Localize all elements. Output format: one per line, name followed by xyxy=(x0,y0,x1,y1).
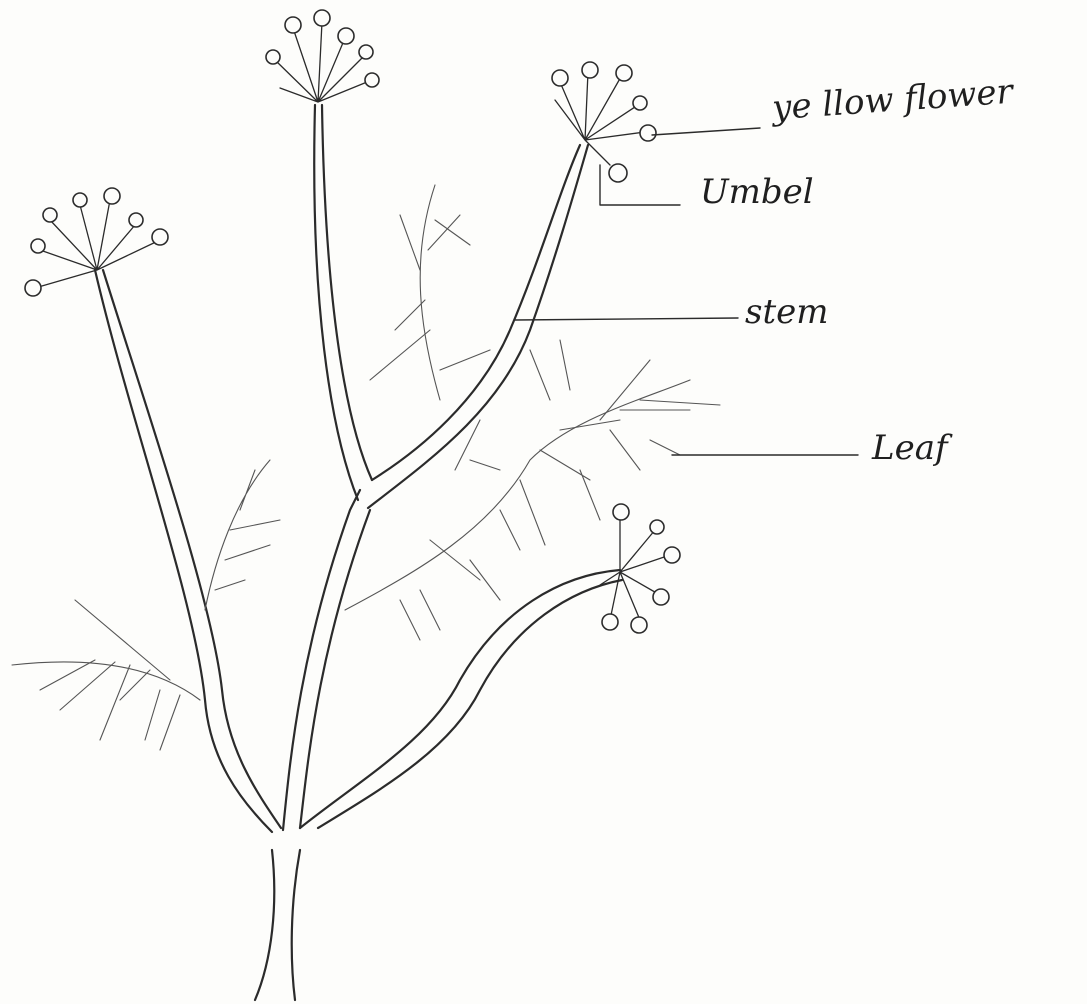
leaf-label: Leaf xyxy=(872,428,948,468)
flower-pointer-line xyxy=(652,128,760,135)
stem-pointer-line xyxy=(515,318,738,320)
umbel-label: Umbel xyxy=(700,172,814,212)
stem-label: stem xyxy=(745,292,828,332)
umbels xyxy=(25,10,680,633)
stem-structure xyxy=(95,105,622,1000)
